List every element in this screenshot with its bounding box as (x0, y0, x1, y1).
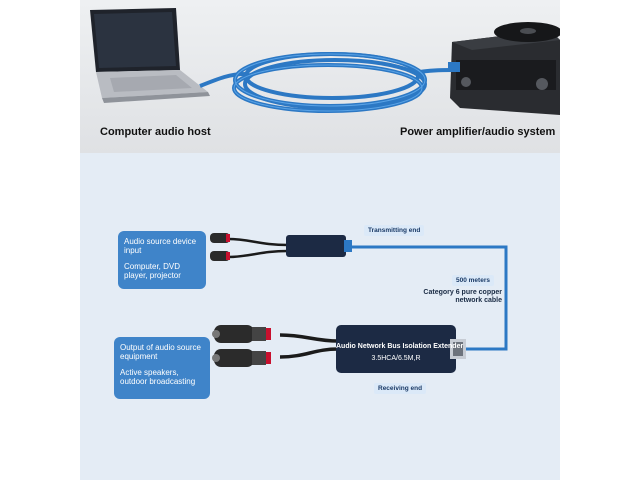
receiving-end-label: Receiving end (374, 383, 427, 394)
cable-highlight (233, 53, 426, 112)
product-photo: Computer audio host Power amplifier/audi… (80, 0, 560, 153)
extender-title: Audio Network Bus Isolation Extender (336, 343, 464, 350)
xlr-connectors-small (210, 233, 230, 261)
extender-model: 3.5HCA/6.5M,R (371, 355, 421, 362)
source-card-desc: Computer, DVD player, projector (124, 262, 181, 280)
transmitting-end-label: Transmitting end (364, 225, 425, 236)
rx-cable-lower (279, 347, 339, 359)
output-card-desc: Active speakers, outdoor broadcasting (120, 368, 196, 386)
connection-diagram: Audio source device input Computer, DVD … (80, 153, 560, 480)
output-card: Output of audio source equipment Active … (114, 337, 210, 399)
cable-coil (199, 52, 453, 113)
amplifier-label: Power amplifier/audio system (400, 126, 556, 138)
tx-cable-upper (227, 237, 289, 247)
source-card-title: Audio source device input (124, 237, 197, 255)
photo-illustration (90, 8, 560, 115)
diagram-lines (210, 233, 508, 373)
extender-box (336, 325, 456, 373)
laptop-icon (90, 8, 210, 103)
rx-cable-upper (279, 333, 339, 343)
source-card: Audio source device input Computer, DVD … (118, 231, 206, 289)
distance-label: 500 meters (452, 275, 494, 286)
transmitter-box (286, 235, 346, 257)
output-card-title: Output of audio source equipment (120, 343, 201, 361)
amplifier-icon (448, 22, 560, 115)
tx-cable-lower (227, 249, 289, 259)
computer-host-label: Computer audio host (100, 126, 211, 138)
cable-type-label: Category 6 pure copper network cable (423, 289, 502, 304)
xlr-connectors-large (212, 325, 271, 367)
network-cable-line (350, 245, 508, 351)
